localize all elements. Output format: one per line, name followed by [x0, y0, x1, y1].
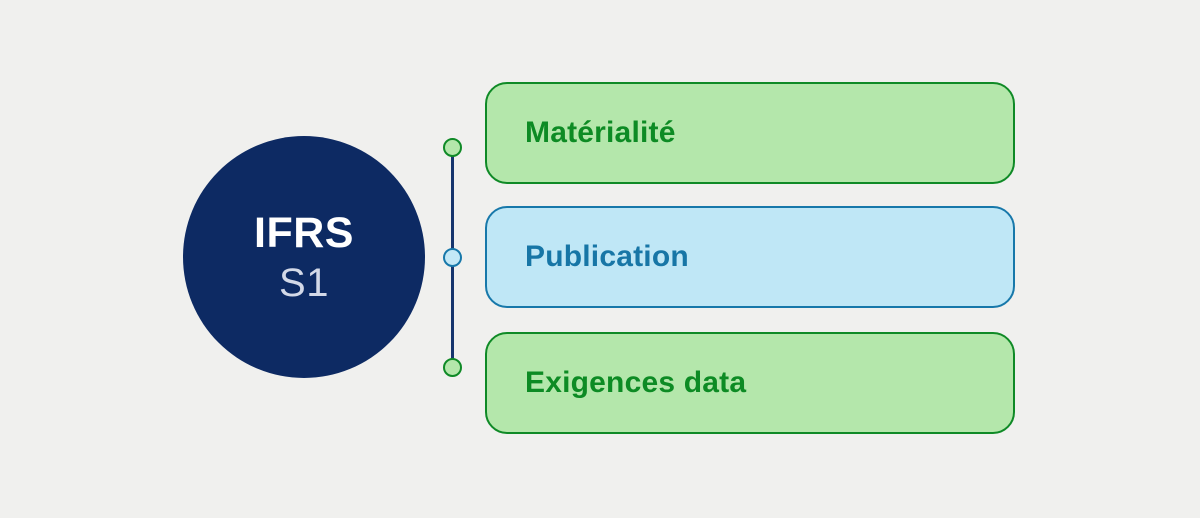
hub-label-s1: S1 — [279, 260, 329, 305]
item-label-exigences-data: Exigences data — [525, 366, 747, 399]
timeline-node-exigences-data — [443, 358, 462, 377]
item-box-exigences-data: Exigences data — [485, 332, 1015, 434]
item-box-publication: Publication — [485, 206, 1015, 308]
item-label-materialite: Matérialité — [525, 116, 676, 149]
timeline-node-materialite — [443, 138, 462, 157]
item-label-publication: Publication — [525, 240, 689, 273]
hub-circle-ifrs-s1: IFRS S1 — [183, 136, 425, 378]
timeline-node-publication — [443, 248, 462, 267]
hub-label-ifrs: IFRS — [254, 208, 354, 257]
item-box-materialite: Matérialité — [485, 82, 1015, 184]
